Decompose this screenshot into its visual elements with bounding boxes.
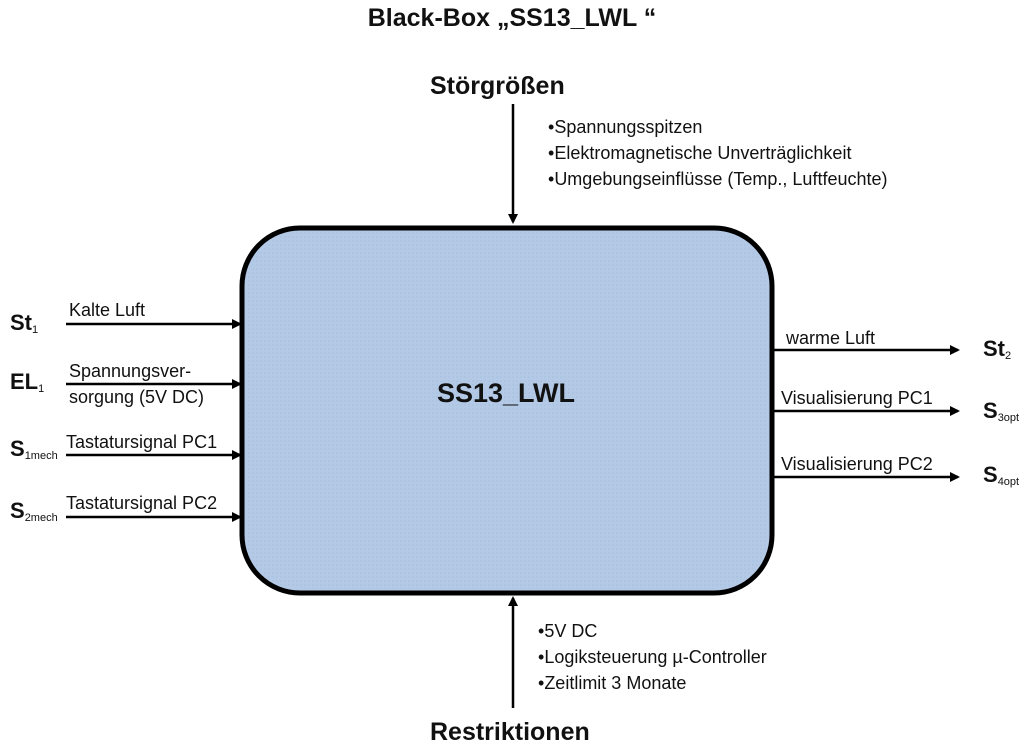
disturbances-list: Spannungsspitzen Elektromagnetische Unve… [548, 114, 888, 192]
input-label-st1: Kalte Luft [69, 300, 146, 320]
input-symbol-s2mech: S2mech [10, 498, 58, 524]
restrictions-list: 5V DC Logiksteuerung µ-Controller Zeitli… [538, 618, 767, 696]
input-symbol-el1: EL1 [10, 369, 45, 395]
input-label-el1-line1: Spannungsver- [69, 361, 192, 381]
diagram-title: Black-Box „SS13_LWL “ [367, 4, 657, 32]
input-label-s1mech: Tastatursignal PC1 [66, 432, 218, 452]
disturbance-item: Elektromagnetische Unverträglichkeit [548, 140, 888, 166]
output-symbol-s4opt: S4opt [983, 462, 1020, 488]
box-label: SS13_LWL [436, 378, 576, 408]
restriction-item: Zeitlimit 3 Monate [538, 670, 767, 696]
input-label-el1-line2: sorgung (5V DC) [69, 387, 205, 407]
output-symbol-s3opt: S3opt [983, 398, 1020, 424]
disturbance-item: Umgebungseinflüsse (Temp., Luftfeuchte) [548, 166, 887, 192]
input-symbol-st1: St1 [10, 310, 39, 336]
restrictions-heading: Restriktionen [430, 718, 590, 746]
input-label-s2mech: Tastatursignal PC2 [66, 493, 218, 513]
output-label-s4opt: Visualisierung PC2 [781, 454, 933, 474]
output-label-st2: warme Luft [786, 328, 876, 348]
restriction-item: 5V DC [538, 618, 767, 644]
disturbance-item: Spannungsspitzen [548, 114, 888, 140]
restriction-item: Logiksteuerung µ-Controller [538, 644, 767, 670]
input-symbol-s1mech: S1mech [10, 436, 58, 462]
output-symbol-st2: St2 [983, 336, 1012, 362]
output-label-s3opt: Visualisierung PC1 [781, 388, 933, 408]
disturbances-heading: Störgrößen [430, 72, 565, 100]
black-box-texture [246, 232, 768, 589]
